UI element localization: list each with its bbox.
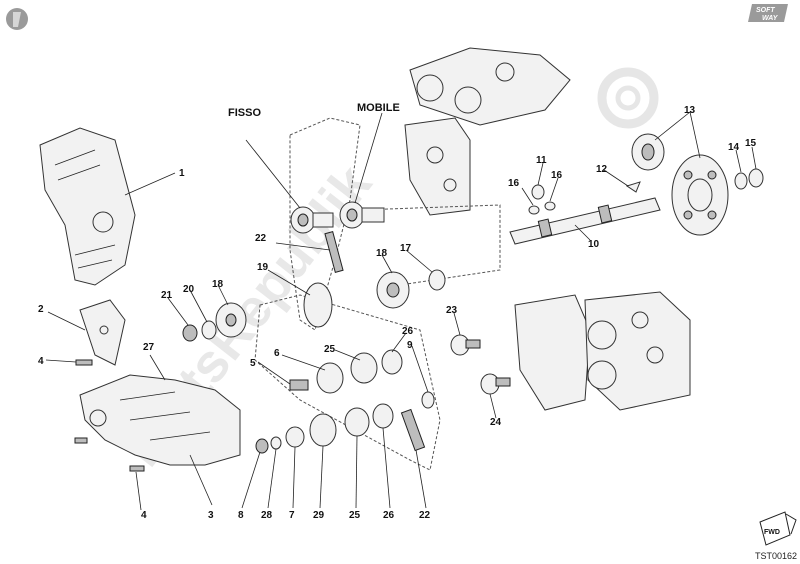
pulley-18-upper [376,269,446,309]
washer-14 [734,172,748,190]
softway-logo: SOFT WAY [748,4,788,22]
label-29: 29 [313,510,325,521]
label-15: 15 [745,138,757,149]
idler-pulley-fixed [290,206,334,234]
pulley-hub-13 [631,133,665,171]
pulley-25-lower [344,407,370,437]
label-26-upper: 26 [402,326,414,337]
label-24: 24 [490,417,502,428]
nut-8 [255,438,269,454]
bolt-4-left [75,359,93,366]
label-19: 19 [257,262,269,273]
belt-guide-line [359,204,501,286]
camshaft-pulley [671,154,729,236]
pulley-18-lower [215,302,247,338]
idler-pulley-mobile [339,201,385,229]
label-25-lower: 25 [349,510,361,521]
label-14: 14 [728,142,740,153]
key-16-left [528,205,540,215]
bearing-21 [182,324,198,342]
label-22-lower: 22 [419,510,431,521]
label-4-left: 4 [38,356,44,367]
timing-belt-lower [254,294,441,471]
label-13: 13 [684,105,696,116]
camshaft [509,197,661,245]
hub-7 [285,426,305,448]
timing-belt-cover-upper [39,127,136,286]
corner-badge-icon [6,8,28,30]
bolt-5 [289,379,309,391]
label-22-upper: 22 [255,233,267,244]
bolt-4-bottom [129,465,145,472]
label-fisso: FISSO [228,107,261,119]
svg-text:SOFT: SOFT [756,7,775,14]
label-28: 28 [261,510,273,521]
tensioner-bolt-24 [480,373,511,395]
label-11: 11 [536,155,547,166]
belt-section-22-lower [400,408,426,452]
svg-text:FWD: FWD [764,529,780,536]
washer-28 [270,436,282,450]
label-mobile: MOBILE [357,102,400,114]
label-21: 21 [161,290,173,301]
label-20: 20 [183,284,195,295]
label-3: 3 [208,510,214,521]
label-7: 7 [289,510,295,521]
label-10: 10 [588,239,600,250]
pulley-6 [316,362,344,394]
label-18-lower: 18 [212,279,224,290]
label-6: 6 [274,348,280,359]
bolt-cover [74,437,88,444]
label-17: 17 [400,243,412,254]
label-8: 8 [238,510,244,521]
label-23: 23 [446,305,458,316]
ring-9 [421,391,435,409]
part-labels: FISSO MOBILE 1 2 4 27 4 3 22 19 21 20 18… [38,102,757,521]
label-27: 27 [143,342,155,353]
tensioner-bolt-23 [450,334,481,356]
label-5: 5 [250,358,256,369]
label-1: 1 [179,168,185,179]
timing-belt-cover-lower [79,374,241,466]
label-18-upper: 18 [376,248,388,259]
cylinder-head-bottom [514,291,691,411]
spacer-19 [303,282,333,328]
belt-section-22 [324,231,344,273]
forward-direction-icon: FWD [759,511,797,546]
nut-15 [748,168,764,188]
ring-26-upper [381,349,403,375]
label-25-upper: 25 [324,344,336,355]
key-16-right [544,201,556,211]
ring-20 [201,320,217,340]
leader-lines [45,111,757,511]
label-26-lower: 26 [383,510,395,521]
label-4-bottom: 4 [141,510,147,521]
svg-text:WAY: WAY [762,15,779,22]
pulley-25-upper [350,352,378,384]
spacer-17 [428,269,446,291]
ring-26-lower [372,403,394,429]
label-12: 12 [596,164,608,175]
drawing-code: TST00162 [755,551,797,561]
key-12 [625,181,641,193]
cylinder-head-top [404,47,571,216]
label-16-right: 16 [551,170,563,181]
label-9: 9 [407,340,413,351]
ring-11 [531,184,545,200]
pulley-29 [309,413,337,447]
label-16-left: 16 [508,178,520,189]
label-2: 2 [38,304,44,315]
bracket-2 [79,299,126,366]
gear-icon [597,67,659,129]
